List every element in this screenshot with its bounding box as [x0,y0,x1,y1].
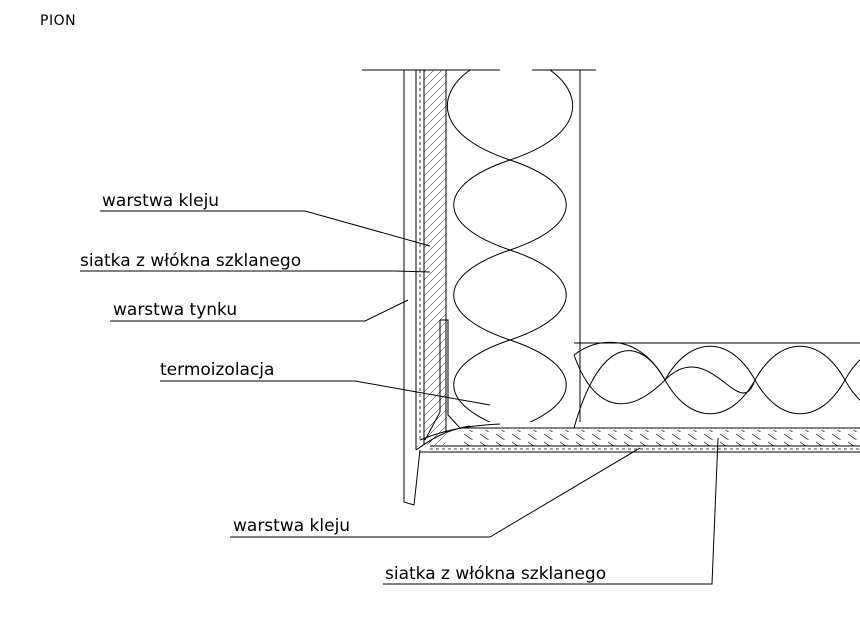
label-thermal-insulation: termoizolacja [160,360,274,380]
vertical-insulation [446,70,581,422]
horizontal-layers [420,427,860,453]
label-fiberglass-mesh-vertical: siatka z włókna szklanego [80,251,301,271]
drawing-title: PION [40,13,76,29]
leaders-horizontal [230,437,719,585]
label-adhesive-layer-vertical: warstwa kleju [102,191,219,211]
leaders-vertical [80,210,491,406]
label-adhesive-layer-horizontal: warstwa kleju [233,516,350,536]
label-plaster-layer: warstwa tynku [113,300,237,320]
label-fiberglass-mesh-horizontal: siatka z włókna szklanego [385,564,606,584]
horizontal-insulation [573,341,860,429]
